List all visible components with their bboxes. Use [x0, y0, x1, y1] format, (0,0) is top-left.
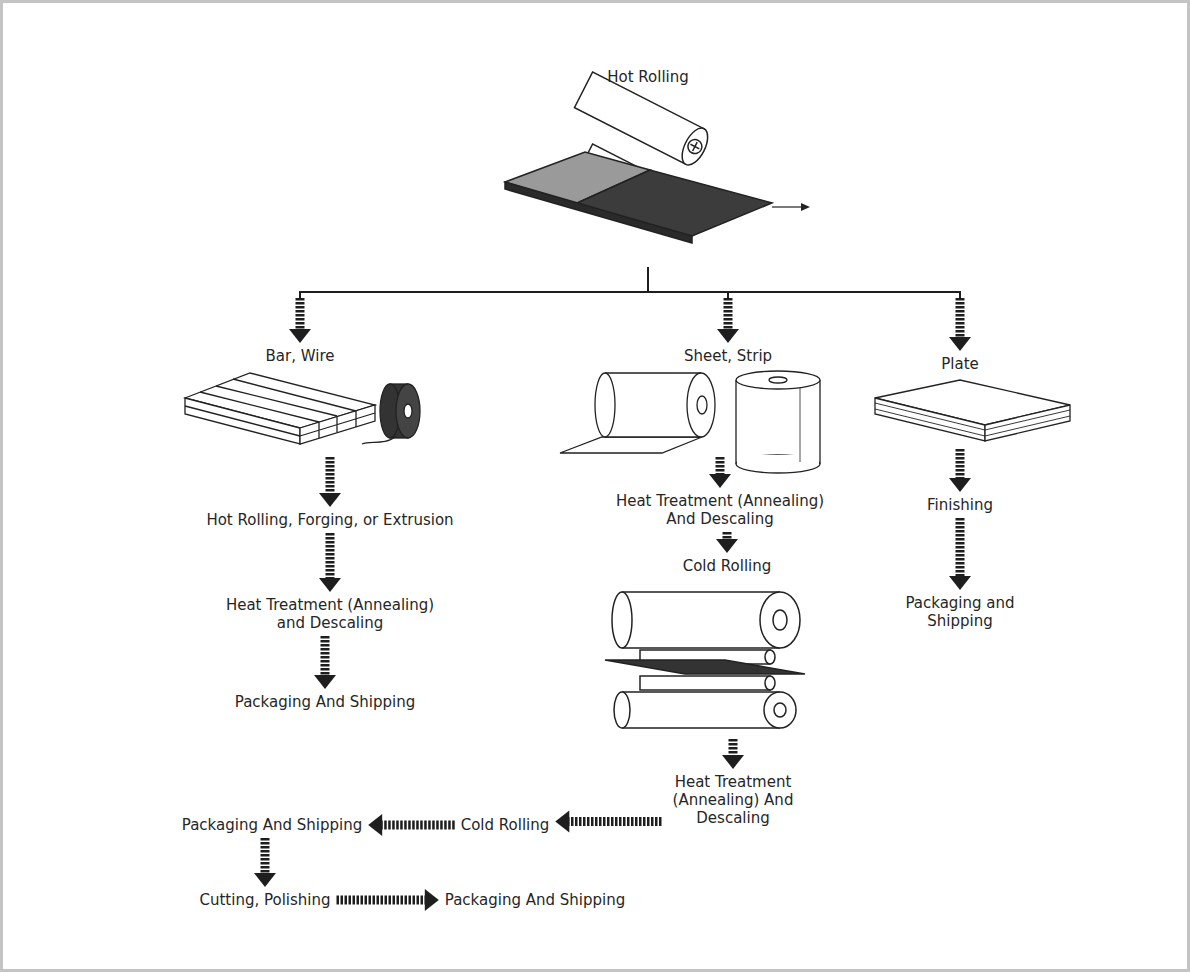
flow-arrow: [716, 532, 738, 553]
step-text: Sheet, Strip: [684, 347, 772, 365]
flow-arrow: [314, 636, 336, 689]
arrow-shaft: [956, 518, 965, 577]
step-text: Plate: [941, 355, 979, 373]
step-text: Hot Rolling, Forging, or Extrusion: [206, 511, 453, 529]
arrow-shaft: [729, 739, 738, 756]
arrow-head: [716, 539, 738, 553]
flow-arrow: [289, 267, 648, 343]
step-text: Heat Treatment (Annealing) And Descaling: [668, 773, 799, 827]
hot-rolling-mill: [505, 72, 810, 243]
arrow-shaft: [295, 298, 304, 330]
arrow-head: [949, 576, 971, 590]
arrow-shaft: [326, 533, 335, 579]
split-line: [648, 267, 728, 298]
flow-arrow: [254, 838, 276, 887]
arrow-shaft: [321, 636, 330, 676]
process-step: Cold Rolling: [459, 816, 552, 834]
flow-arrow: [319, 533, 341, 592]
arrow-shaft: [568, 817, 661, 826]
process-step: Heat Treatment (Annealing) and Descaling: [210, 596, 450, 632]
arrow-head: [425, 889, 439, 911]
arrow-shaft: [260, 838, 269, 874]
step-text: Packaging and Shipping: [877, 594, 1043, 630]
sheet-coils: [560, 371, 820, 473]
flow-arrow: [949, 518, 971, 590]
step-text: Cold Rolling: [461, 816, 550, 834]
flow-arrow: [555, 811, 661, 833]
step-text: Bar, Wire: [266, 347, 335, 365]
arrow-shaft: [326, 457, 335, 494]
process-step: Cutting, Polishing: [197, 891, 332, 909]
arrow-head: [319, 578, 341, 592]
arrow-head: [722, 755, 744, 769]
arrow-head: [949, 337, 971, 351]
process-step: Packaging And Shipping: [443, 891, 627, 909]
flow-arrow: [709, 457, 731, 488]
step-text: Packaging And Shipping: [235, 693, 415, 711]
arrow-head: [717, 329, 739, 343]
arrow-head: [368, 814, 382, 836]
arrow-head: [949, 478, 971, 492]
process-step: Packaging and Shipping: [875, 594, 1045, 630]
flow-arrow: [648, 267, 971, 351]
arrow-head: [314, 675, 336, 689]
flow-arrow: [722, 739, 744, 769]
process-step: Hot Rolling: [605, 68, 691, 265]
process-step: Hot Rolling, Forging, or Extrusion: [204, 511, 455, 529]
process-step: Cold Rolling: [681, 557, 774, 735]
cold-rolling-mill: [605, 592, 805, 728]
bar-stack: [185, 373, 375, 444]
flow-arrow: [949, 449, 971, 492]
flow-arrow: [337, 889, 439, 911]
arrow-shaft: [722, 532, 731, 540]
arrow-shaft: [337, 896, 426, 905]
flow-arrow: [648, 267, 739, 343]
split-line: [300, 267, 648, 298]
flow-arrow: [368, 814, 455, 836]
process-step: Bar, Wire: [264, 347, 337, 453]
process-step: Sheet, Strip: [682, 347, 774, 453]
step-text: Cold Rolling: [683, 557, 772, 575]
arrow-shaft: [723, 298, 732, 330]
process-step: Packaging And Shipping: [233, 693, 417, 711]
step-text: Finishing: [927, 496, 993, 514]
flow-arrow: [319, 457, 341, 507]
process-step: Heat Treatment (Annealing) And Descaling: [666, 773, 801, 827]
process-step: Finishing: [925, 496, 995, 514]
arrow-head: [319, 493, 341, 507]
step-text: Heat Treatment (Annealing) And Descaling: [602, 492, 838, 528]
split-line: [648, 267, 960, 298]
step-text: Cutting, Polishing: [199, 891, 330, 909]
process-step: Plate: [939, 355, 981, 445]
step-text: Hot Rolling: [607, 68, 689, 86]
process-step: Packaging And Shipping: [180, 816, 364, 834]
plate-stack: [875, 380, 1070, 441]
wire-spool: [362, 384, 420, 444]
step-text: Packaging And Shipping: [182, 816, 362, 834]
process-step: Heat Treatment (Annealing) And Descaling: [600, 492, 840, 528]
arrow-head: [555, 811, 569, 833]
arrow-shaft: [955, 298, 964, 338]
arrow-head: [289, 329, 311, 343]
step-text: Packaging And Shipping: [445, 891, 625, 909]
arrow-head: [254, 873, 276, 887]
arrow-shaft: [381, 821, 455, 830]
arrow-head: [709, 474, 731, 488]
arrow-shaft: [956, 449, 965, 479]
step-text: Heat Treatment (Annealing) and Descaling: [212, 596, 448, 632]
arrow-shaft: [716, 457, 725, 475]
